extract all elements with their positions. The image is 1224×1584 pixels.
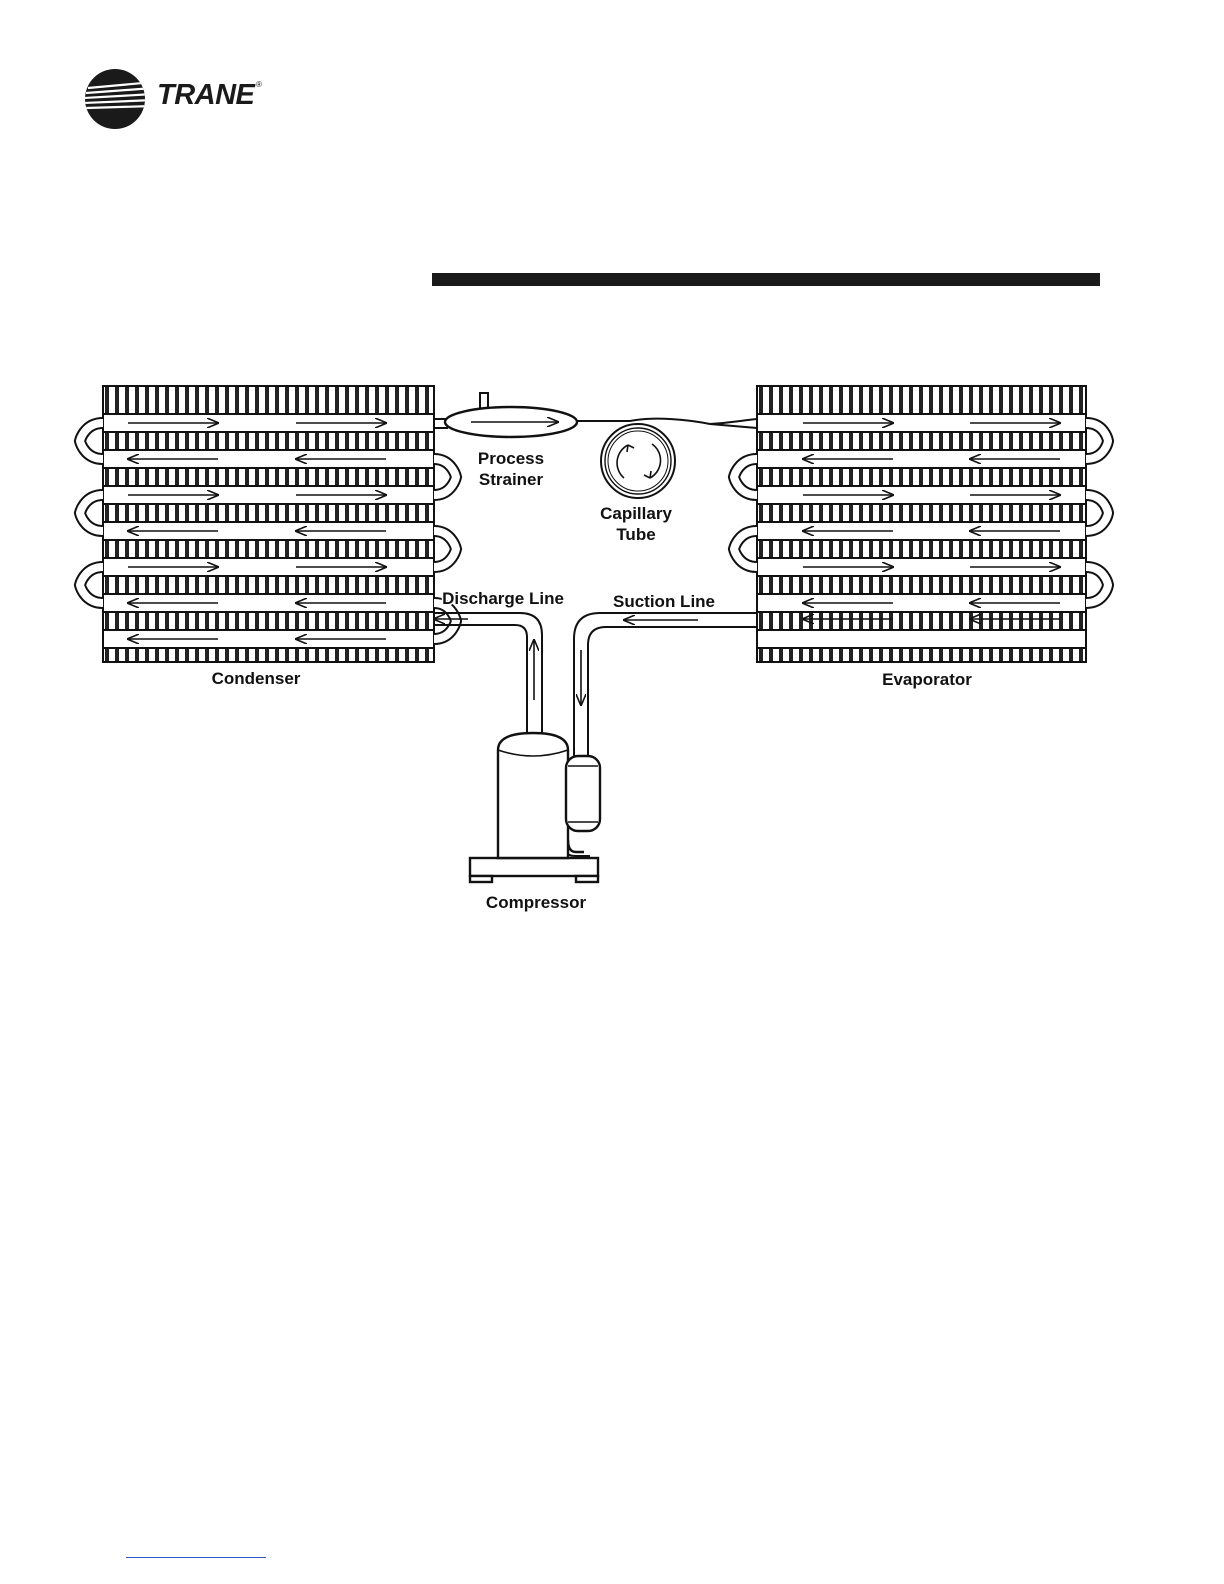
capillary-tube-label-line1: Capillary — [600, 504, 672, 523]
capillary-tube — [576, 419, 757, 498]
process-strainer — [445, 393, 577, 437]
suction-line-label: Suction Line — [613, 592, 715, 611]
condenser-coil — [80, 386, 456, 662]
compressor-label: Compressor — [486, 893, 587, 912]
discharge-line-label: Discharge Line — [442, 589, 564, 608]
capillary-tube-label-line2: Tube — [616, 525, 655, 544]
suction-line — [574, 613, 757, 760]
evaporator-coil — [734, 386, 1108, 662]
process-strainer-label-line2: Strainer — [479, 470, 544, 489]
evaporator-label: Evaporator — [882, 670, 972, 689]
condenser-label: Condenser — [212, 669, 301, 688]
compressor — [470, 733, 600, 882]
process-strainer-label-line1: Process — [478, 449, 544, 468]
footer-link-underline[interactable] — [126, 1557, 266, 1558]
